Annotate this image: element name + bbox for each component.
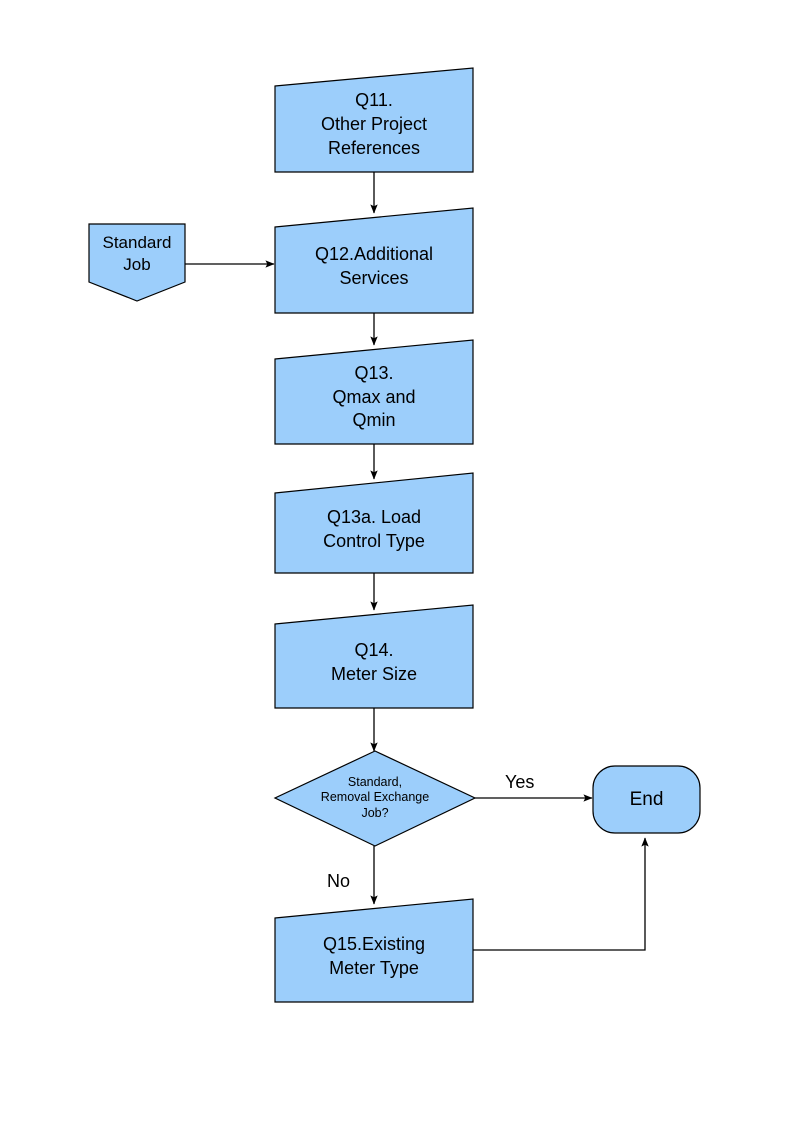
node-q12-shape[interactable] (274, 207, 474, 314)
node-q14-shape[interactable] (274, 604, 474, 709)
node-standard-job-shape[interactable] (88, 223, 186, 302)
node-q15-shape[interactable] (274, 898, 474, 1003)
node-q13-shape[interactable] (274, 339, 474, 445)
node-end-shape[interactable] (592, 765, 701, 834)
node-q13a-shape[interactable] (274, 472, 474, 574)
node-q11-shape[interactable] (274, 67, 474, 173)
node-decision-shape[interactable] (273, 750, 477, 847)
edge-q15-to-end (473, 837, 649, 951)
